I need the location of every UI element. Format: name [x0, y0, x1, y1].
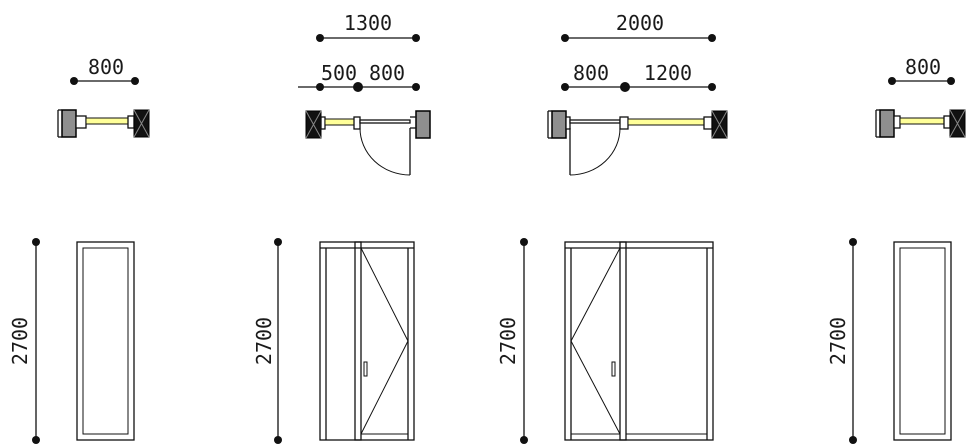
dimension-node — [274, 436, 282, 444]
dimension-node — [708, 83, 716, 91]
dimension-node — [412, 34, 420, 42]
jamb-right — [415, 110, 431, 139]
opening-indicator — [360, 247, 409, 435]
dimension-label: 800 — [88, 55, 124, 79]
dimension-node — [274, 238, 282, 246]
mullion — [354, 241, 362, 441]
dimension-node — [70, 77, 78, 85]
unit-4-elevation: 2700 — [826, 238, 952, 444]
dimension-label: 2000 — [616, 11, 664, 35]
door-swing-arc — [359, 127, 411, 176]
width-dimension: 800 — [70, 55, 139, 85]
height-dimension: 2700 — [496, 238, 528, 444]
segment-dimension: 500 800 — [298, 61, 420, 92]
height-dimension: 2700 — [8, 238, 40, 444]
wall-plan — [875, 109, 966, 138]
height-dimension: 2700 — [826, 238, 857, 444]
dimension-label: 2700 — [8, 317, 32, 365]
dimension-label: 800 — [905, 55, 941, 79]
dimension-node — [520, 238, 528, 246]
door-handle — [611, 361, 616, 377]
mullion — [619, 241, 627, 441]
dimension-label: 800 — [369, 61, 405, 85]
dimension-node — [708, 34, 716, 42]
panel — [899, 247, 946, 435]
unit-4-plan: 800 — [875, 55, 966, 138]
dimension-node — [849, 436, 857, 444]
panel — [82, 247, 129, 435]
dimension-node — [32, 238, 40, 246]
dimension-node — [131, 77, 139, 85]
glass-pane — [324, 118, 355, 126]
dimension-label: 500 — [321, 61, 357, 85]
door-leaf-plan — [359, 119, 411, 124]
dimension-node — [353, 82, 363, 92]
dimension-label: 2700 — [826, 317, 850, 365]
height-dimension: 2700 — [252, 238, 282, 444]
door-handle — [363, 361, 368, 377]
dimension-node — [316, 83, 324, 91]
dimension-label: 1200 — [644, 61, 692, 85]
door-swing-arc — [569, 127, 621, 176]
dimension-node — [849, 238, 857, 246]
dimension-node — [32, 436, 40, 444]
unit-3-plan: 2000 800 1200 — [547, 11, 728, 176]
unit-1-plan: 800 — [57, 55, 150, 138]
width-dimension: 2000 — [561, 11, 716, 42]
jamb-left — [879, 109, 895, 138]
dimension-label: 1300 — [344, 11, 392, 35]
dimension-node — [561, 34, 569, 42]
unit-1-elevation: 2700 — [8, 238, 135, 444]
dimension-node — [620, 82, 630, 92]
jamb-left — [61, 109, 77, 138]
dimension-node — [412, 83, 420, 91]
jamb-left — [551, 110, 567, 139]
opening-indicator — [570, 247, 621, 435]
dimension-node — [561, 83, 569, 91]
glass-pane — [627, 118, 705, 126]
wall-plan — [547, 110, 728, 176]
dimension-node — [316, 34, 324, 42]
door-frame — [564, 241, 714, 441]
wall-plan — [57, 109, 150, 138]
glass-pane — [85, 117, 129, 125]
width-dimension: 1300 — [316, 11, 420, 42]
door-frame — [319, 241, 415, 441]
unit-2-plan: 1300 500 800 — [298, 11, 431, 176]
glass-pane — [899, 117, 945, 125]
dimension-node — [888, 77, 896, 85]
unit-2-elevation: 2700 — [252, 238, 415, 444]
segment-dimension: 800 1200 — [561, 61, 716, 92]
door-frame — [76, 241, 135, 441]
dimension-label: 2700 — [496, 317, 520, 365]
dimension-node — [947, 77, 955, 85]
unit-3-elevation: 2700 — [496, 238, 714, 444]
door-leaf-plan — [569, 119, 621, 124]
width-dimension: 800 — [888, 55, 955, 85]
dimension-node — [520, 436, 528, 444]
door-frame — [893, 241, 952, 441]
dimension-label: 800 — [573, 61, 609, 85]
wall-plan — [305, 110, 431, 176]
dimension-label: 2700 — [252, 317, 276, 365]
